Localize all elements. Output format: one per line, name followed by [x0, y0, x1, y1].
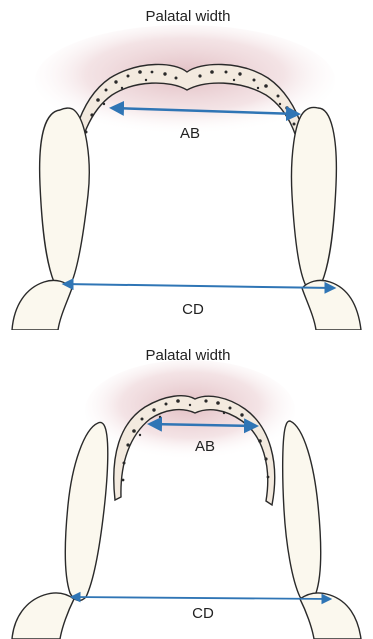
cd-label: CD	[192, 605, 214, 622]
cd-label: CD	[182, 301, 204, 318]
right-molar-tooth	[292, 107, 337, 289]
cd-arrow	[64, 284, 334, 288]
left-lower-tooth	[12, 280, 72, 330]
right-lower-tooth	[300, 593, 361, 639]
left-molar-tooth	[65, 422, 108, 600]
palatal-width-title: Palatal width	[145, 8, 230, 25]
left-molar-tooth	[40, 108, 90, 289]
palatal-illustration-narrow	[0, 335, 373, 639]
ab-label: AB	[195, 438, 215, 455]
cd-arrow	[72, 597, 330, 599]
palatal-diagram-wide: Palatal width AB CD	[0, 0, 373, 330]
left-lower-tooth	[12, 593, 74, 639]
ab-label: AB	[180, 125, 200, 142]
right-molar-tooth	[283, 421, 321, 600]
palatal-illustration-wide	[0, 0, 373, 330]
palatal-diagram-narrow: Palatal width AB CD	[0, 335, 373, 639]
palatal-width-title: Palatal width	[145, 347, 230, 364]
